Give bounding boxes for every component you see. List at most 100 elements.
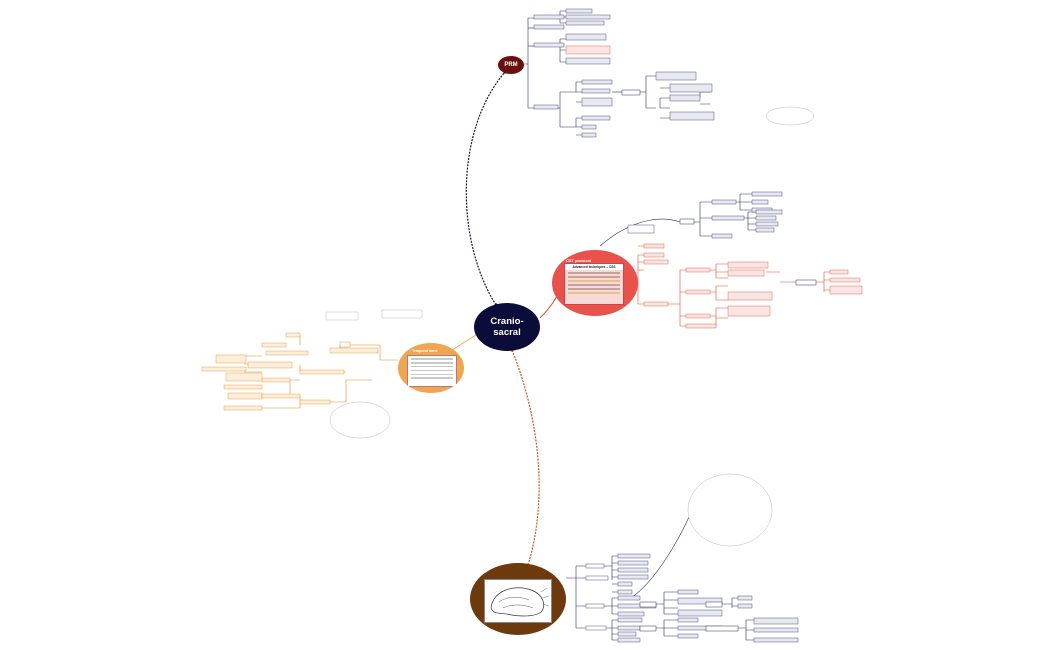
red-leaf[interactable]	[727, 261, 769, 269]
brown-leaf[interactable]	[677, 589, 699, 595]
orange-leaf[interactable]	[325, 311, 359, 321]
brown-leaf[interactable]	[617, 567, 649, 573]
orange-leaf[interactable]	[381, 309, 423, 319]
brown-leaf[interactable]	[617, 553, 651, 559]
brown-leaf[interactable]	[753, 617, 799, 625]
red-leaf[interactable]	[727, 269, 765, 277]
red-leaf[interactable]	[685, 267, 711, 273]
orange-leaf[interactable]	[225, 372, 263, 382]
red-leaf[interactable]	[829, 277, 861, 283]
orange-leaf[interactable]	[261, 393, 301, 399]
orange-leaf[interactable]	[339, 341, 351, 348]
temporal-bone-node[interactable]: Temporal bone	[398, 343, 464, 393]
prm-leaf[interactable]	[565, 20, 605, 26]
brown-leaf[interactable]	[617, 595, 641, 601]
brown-leaf[interactable]	[705, 601, 723, 608]
red-leaf[interactable]	[755, 227, 775, 233]
prm-leaf[interactable]	[621, 89, 641, 96]
red-leaf[interactable]	[727, 305, 771, 317]
prm-leaf[interactable]	[533, 104, 559, 110]
cst-protocol-node[interactable]: CST protocol Advanced techniques – CSS	[552, 250, 638, 316]
prm-leaf[interactable]	[669, 94, 701, 102]
red-leaf[interactable]	[795, 279, 817, 286]
orange-leaf[interactable]	[247, 361, 293, 369]
brown-leaf[interactable]	[617, 611, 645, 617]
red-leaf[interactable]	[829, 285, 863, 295]
prm-leaf[interactable]	[581, 115, 611, 121]
brown-leaf[interactable]	[617, 560, 649, 566]
prm-leaf[interactable]	[581, 79, 613, 85]
brown-leaf[interactable]	[639, 625, 657, 632]
brown-leaf[interactable]	[585, 603, 605, 609]
orange-leaf[interactable]	[201, 366, 247, 372]
brown-leaf[interactable]	[617, 625, 641, 631]
red-leaf[interactable]	[627, 224, 655, 234]
brown-leaf[interactable]	[753, 637, 799, 643]
prm-leaf[interactable]	[581, 132, 597, 138]
orange-leaf[interactable]	[227, 392, 263, 400]
orange-leaf[interactable]	[299, 369, 345, 375]
red-leaf[interactable]	[685, 289, 711, 295]
red-leaf[interactable]	[755, 215, 777, 221]
red-leaf[interactable]	[685, 313, 711, 319]
red-leaf[interactable]	[829, 269, 849, 275]
brown-leaf[interactable]	[677, 617, 699, 623]
brown-leaf[interactable]	[617, 574, 649, 580]
brown-leaf[interactable]	[617, 631, 637, 637]
brown-leaf[interactable]	[753, 627, 799, 633]
orange-leaf[interactable]	[215, 354, 247, 364]
orange-leaf[interactable]	[261, 342, 287, 348]
brown-leaf[interactable]	[617, 637, 641, 643]
orange-leaf[interactable]	[223, 405, 263, 411]
red-leaf[interactable]	[751, 191, 783, 197]
brown-leaf[interactable]	[677, 609, 723, 617]
red-leaf[interactable]	[727, 291, 773, 301]
red-leaf[interactable]	[643, 252, 665, 258]
prm-leaf[interactable]	[581, 88, 611, 94]
orange-leaf[interactable]	[223, 384, 263, 390]
brown-leaf[interactable]	[639, 601, 657, 608]
brown-leaf[interactable]	[585, 563, 605, 569]
orange-leaf[interactable]	[285, 332, 301, 338]
brown-leaf[interactable]	[677, 597, 723, 605]
red-leaf[interactable]	[711, 199, 737, 205]
brown-leaf[interactable]	[585, 575, 609, 581]
red-leaf[interactable]	[643, 243, 665, 249]
prm-leaf[interactable]	[581, 124, 597, 130]
red-leaf[interactable]	[755, 221, 779, 227]
prm-leaf[interactable]	[669, 83, 713, 93]
brown-leaf[interactable]	[617, 589, 633, 595]
brown-leaf[interactable]	[705, 625, 739, 632]
prm-leaf[interactable]	[533, 14, 565, 20]
brown-leaf[interactable]	[737, 595, 753, 601]
red-leaf[interactable]	[711, 215, 745, 221]
brown-leaf[interactable]	[617, 581, 633, 587]
prm-leaf[interactable]	[565, 45, 611, 55]
brown-leaf[interactable]	[737, 603, 753, 609]
prm-leaf[interactable]	[533, 42, 565, 48]
central-topic[interactable]: Cranio- sacral	[474, 303, 540, 351]
red-leaf[interactable]	[755, 209, 783, 215]
prm-leaf[interactable]	[655, 71, 697, 81]
red-leaf[interactable]	[711, 233, 733, 239]
cranial-anatomy-node[interactable]	[470, 563, 566, 635]
prm-node[interactable]: PRM	[498, 56, 524, 74]
orange-leaf[interactable]	[265, 350, 309, 356]
prm-leaf[interactable]	[533, 24, 565, 30]
prm-leaf[interactable]	[565, 8, 593, 14]
prm-leaf[interactable]	[565, 14, 611, 20]
prm-leaf[interactable]	[669, 111, 715, 121]
orange-leaf[interactable]	[299, 399, 331, 405]
red-leaf[interactable]	[643, 301, 669, 307]
brown-leaf[interactable]	[585, 625, 607, 631]
red-leaf[interactable]	[643, 259, 669, 265]
red-leaf[interactable]	[685, 323, 717, 329]
prm-leaf[interactable]	[581, 97, 613, 107]
red-leaf[interactable]	[679, 218, 695, 225]
orange-leaf[interactable]	[261, 377, 291, 383]
prm-leaf[interactable]	[565, 57, 611, 65]
brown-leaf[interactable]	[617, 617, 643, 623]
prm-leaf[interactable]	[565, 33, 607, 41]
orange-leaf[interactable]	[329, 347, 379, 354]
red-leaf[interactable]	[751, 199, 769, 205]
